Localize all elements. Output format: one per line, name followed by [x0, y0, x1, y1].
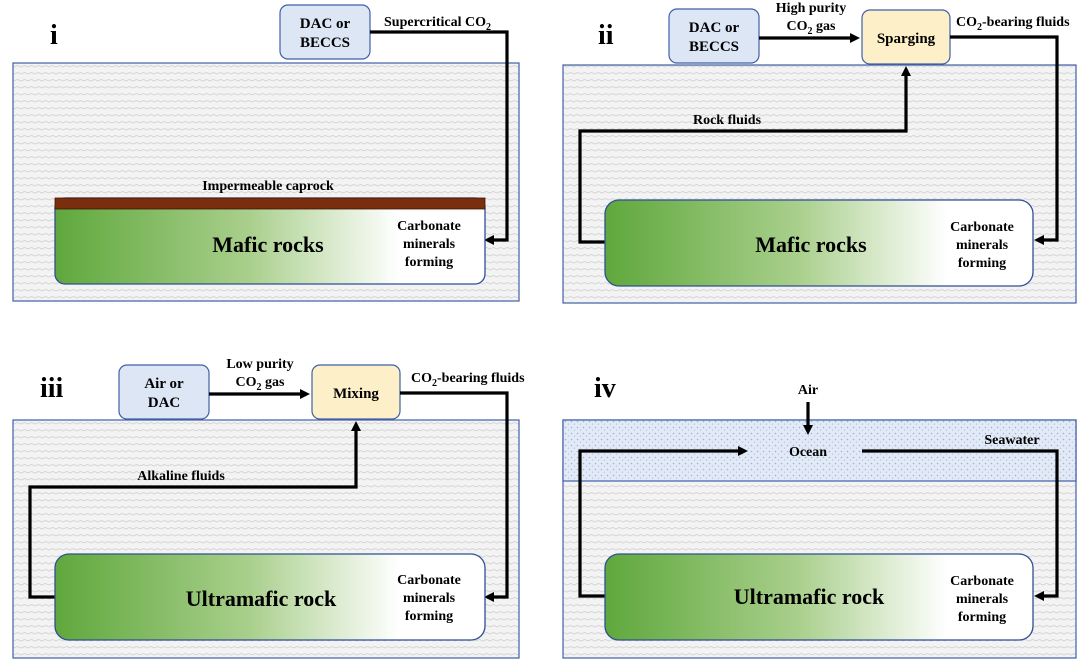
return-label-ii: Rock fluids — [693, 113, 762, 128]
gas-label-ii-line2: CO2 gas — [787, 19, 837, 37]
rock-label-i: Mafic rocks — [212, 232, 324, 257]
source-box-i-line2: BECCS — [300, 35, 350, 51]
carbonate-iv-line2: minerals — [956, 592, 1009, 607]
source-box-i-line1: DAC or — [300, 16, 351, 32]
gas-label-iii-line2: CO2 gas — [236, 375, 286, 393]
panel-label-iv: iv — [594, 373, 616, 404]
ocean-label-iv: Ocean — [789, 445, 827, 460]
carbonate-iv-line1: Carbonate — [950, 574, 1014, 589]
caprock-i — [54, 197, 486, 210]
panel-iv: iv Air Ocean Seawater Ultramafic rock Ca… — [562, 373, 1077, 659]
gas-label-iii-line1: Low purity — [226, 357, 293, 372]
air-label-iv: Air — [798, 383, 818, 398]
return-arrow-iv — [578, 446, 748, 598]
rock-label-iii: Ultramafic rock — [186, 586, 337, 611]
source-box-ii-line2: BECCS — [689, 39, 739, 55]
carbonate-ii-line1: Carbonate — [950, 220, 1014, 235]
rock-label-iv: Ultramafic rock — [734, 584, 885, 609]
carbonate-iv-line3: forming — [958, 610, 1006, 625]
seawater-arrow-iv — [862, 449, 1059, 601]
source-box-ii — [668, 8, 760, 64]
source-box-iii-line1: Air or — [144, 376, 184, 392]
gas-label-ii-line1: High purity — [776, 1, 846, 16]
rock-iii — [54, 553, 486, 641]
panel-iii: iii Air or DAC Low purity CO2 gas Mixing… — [12, 357, 525, 659]
source-box-iii — [118, 364, 210, 420]
flow-arrow-i — [370, 30, 509, 245]
carbonate-ii-line3: forming — [958, 256, 1006, 271]
panel-label-ii: ii — [598, 20, 614, 51]
panel-label-iii: iii — [40, 373, 64, 404]
carbonate-iii-line3: forming — [405, 609, 453, 624]
outflow-label-iii: CO2-bearing fluids — [411, 371, 525, 389]
carbonate-iii-line2: minerals — [403, 591, 456, 606]
caprock-label-i: Impermeable caprock — [202, 179, 334, 194]
source-box-ii-line1: DAC or — [689, 20, 740, 36]
source-box-iii-line2: DAC — [148, 395, 181, 411]
rock-iv — [604, 553, 1034, 641]
carbonate-i-line2: minerals — [403, 237, 456, 252]
panel-i: i DAC or BECCS Supercritical CO2 Imperme… — [12, 4, 520, 302]
panel-label-i: i — [50, 20, 58, 51]
carbonate-i-line3: forming — [405, 255, 453, 270]
rock-ii — [604, 199, 1034, 287]
return-arrow-ii — [578, 66, 911, 244]
flow-label-i: Supercritical CO2 — [384, 15, 491, 33]
outflow-label-ii: CO2-bearing fluids — [956, 15, 1070, 33]
outflow-arrow-ii — [950, 35, 1059, 245]
process-box-ii-label: Sparging — [877, 31, 936, 47]
carbonate-ii-line2: minerals — [956, 238, 1009, 253]
seawater-label-iv: Seawater — [984, 433, 1039, 448]
carbonate-iii-line1: Carbonate — [397, 573, 461, 588]
panel-ii: ii DAC or BECCS High purity CO2 gas Spar… — [562, 1, 1077, 304]
rock-label-ii: Mafic rocks — [755, 232, 867, 257]
return-arrow-iii — [28, 421, 361, 599]
outflow-arrow-iii — [400, 391, 509, 602]
return-label-iii: Alkaline fluids — [137, 469, 225, 484]
carbonate-i-line1: Carbonate — [397, 219, 461, 234]
process-box-iii-label: Mixing — [333, 386, 379, 402]
